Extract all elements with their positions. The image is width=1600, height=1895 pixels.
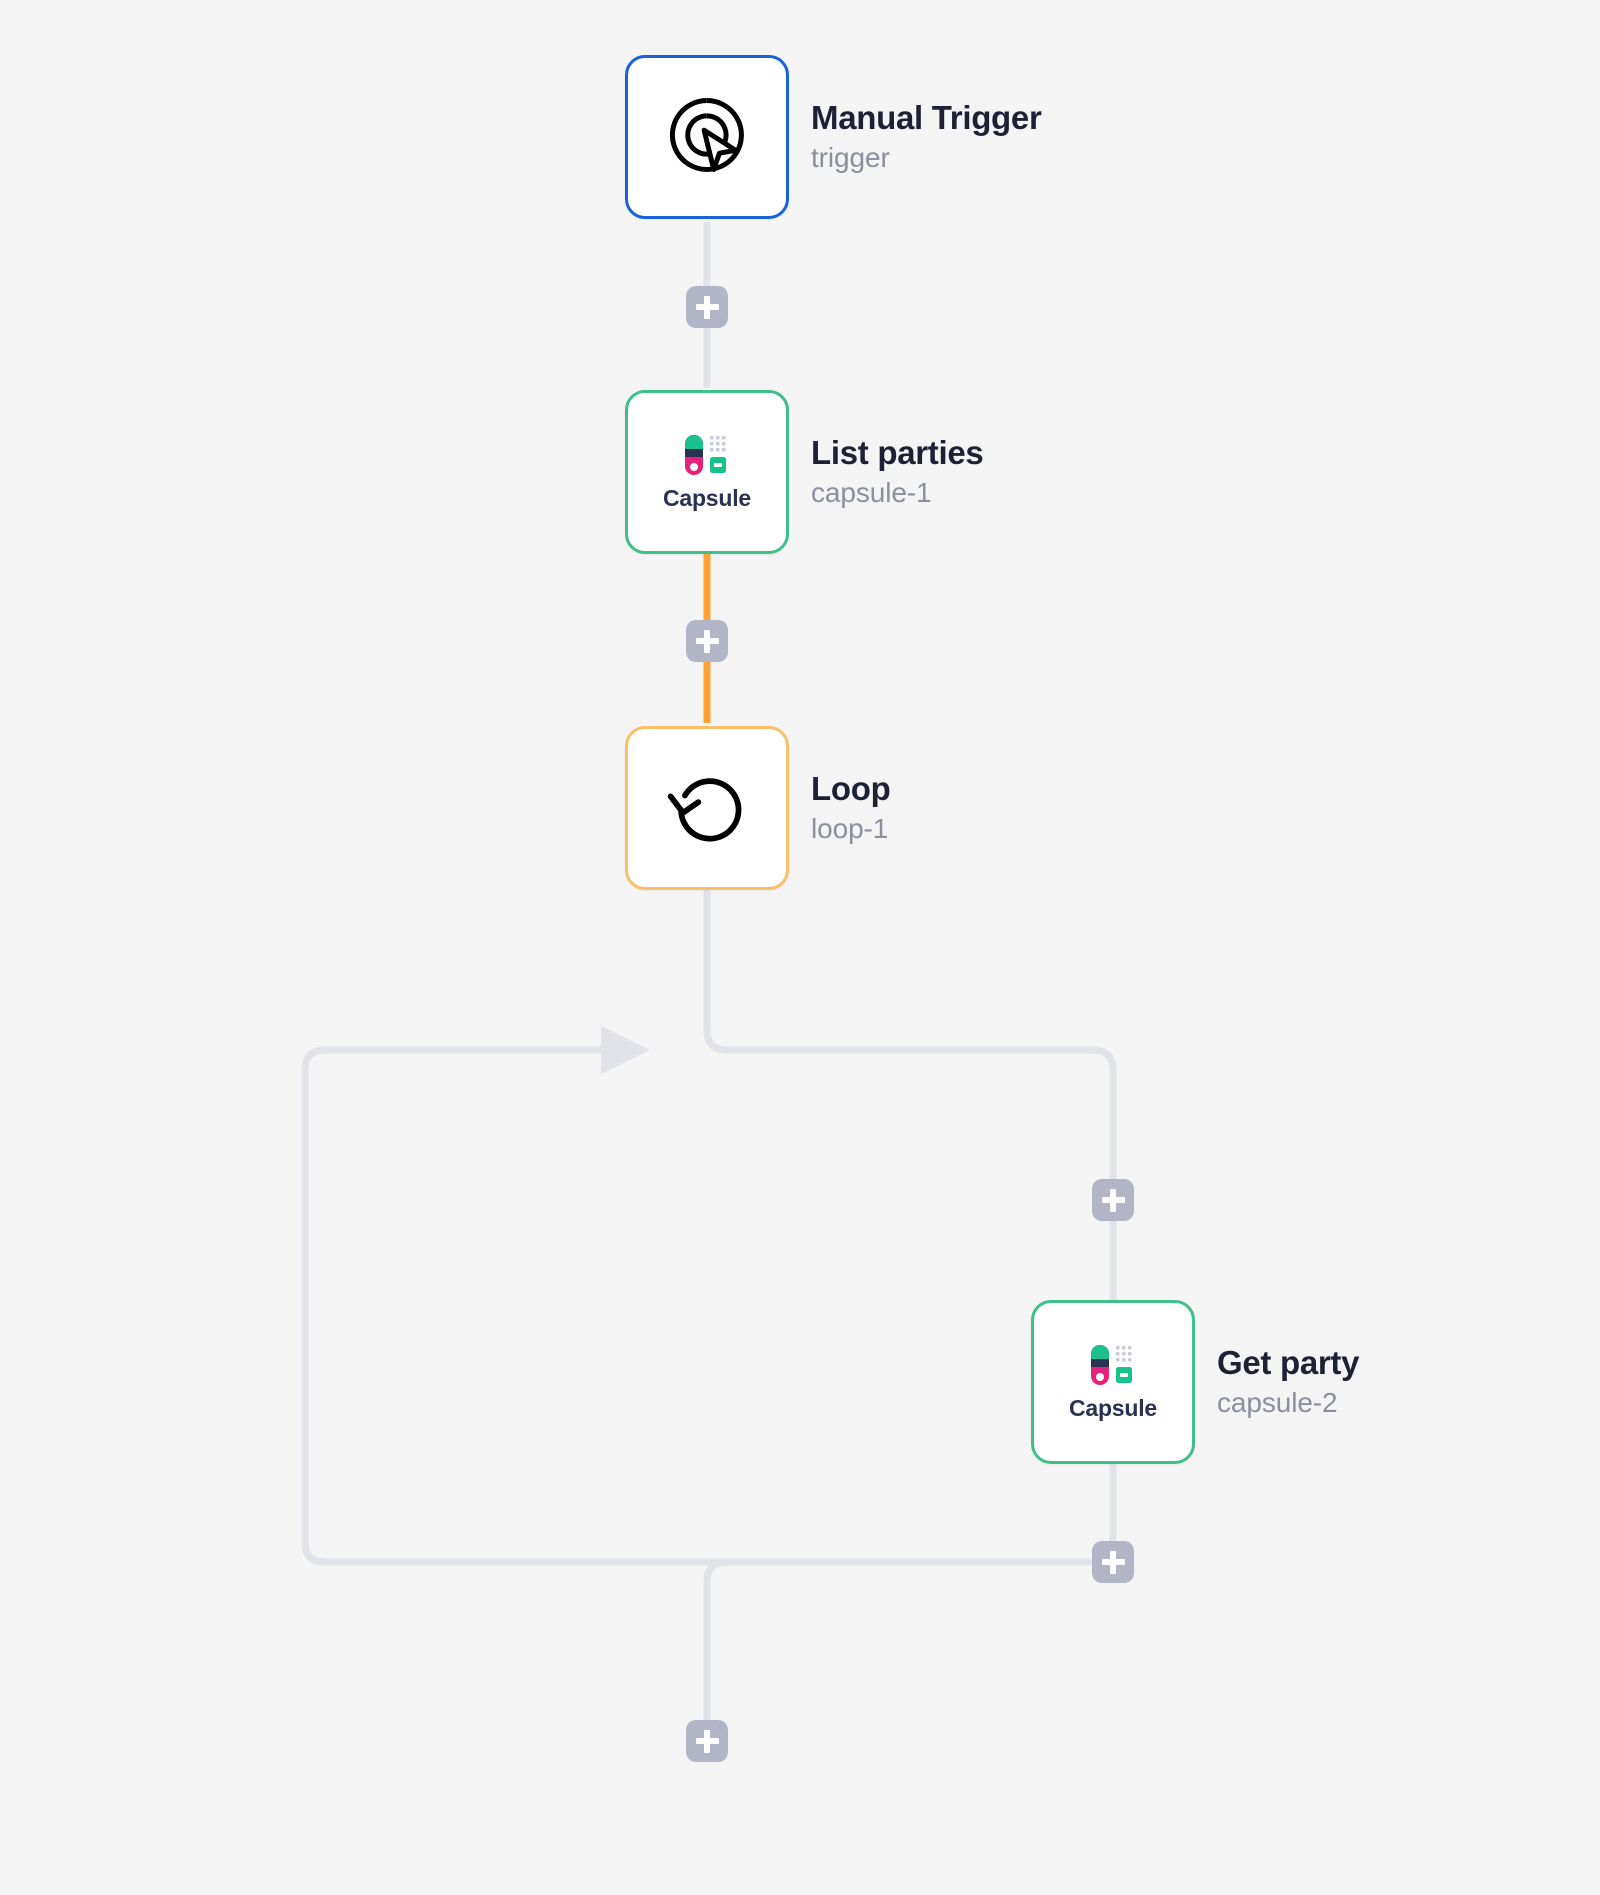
node-box-manual-trigger[interactable] xyxy=(625,55,789,219)
capsule-logo-icon: Capsule xyxy=(663,433,751,512)
node-box-list-parties[interactable]: Capsule xyxy=(625,390,789,554)
node-manual-trigger[interactable]: Manual Trigger trigger xyxy=(625,55,1042,219)
add-node-button-loop-body[interactable] xyxy=(1092,1179,1134,1221)
node-meta-list-parties: List parties capsule-1 xyxy=(811,434,984,509)
add-node-button-after-trigger[interactable] xyxy=(686,286,728,328)
capsule-brand-label: Capsule xyxy=(662,484,752,511)
node-box-loop[interactable] xyxy=(625,726,789,890)
capsule-logo-icon: Capsule xyxy=(1069,1343,1157,1422)
edge-loop-back xyxy=(301,1025,1113,1566)
node-get-party[interactable]: Capsule Get party capsule-2 xyxy=(1031,1300,1359,1464)
node-list-parties[interactable]: Capsule List parties capsule-1 xyxy=(625,390,984,554)
node-meta-get-party: Get party capsule-2 xyxy=(1217,1344,1360,1419)
add-node-button-after-list-parties[interactable] xyxy=(686,620,728,662)
node-title: Loop xyxy=(811,770,891,808)
edge-loop-to-getparty xyxy=(703,890,1117,1338)
node-subtitle: trigger xyxy=(811,142,890,174)
add-node-button-after-get-party[interactable] xyxy=(1092,1541,1134,1583)
edge-loop-exit xyxy=(703,1558,1113,1720)
loop-refresh-icon xyxy=(661,760,753,857)
node-meta-loop: Loop loop-1 xyxy=(811,770,891,845)
capsule-brand-label: Capsule xyxy=(1068,1394,1158,1421)
node-subtitle: capsule-2 xyxy=(1217,1387,1338,1419)
add-node-button-after-loop[interactable] xyxy=(686,1720,728,1762)
node-box-get-party[interactable]: Capsule xyxy=(1031,1300,1195,1464)
node-meta-manual-trigger: Manual Trigger trigger xyxy=(811,99,1042,174)
cursor-target-icon xyxy=(661,89,753,186)
node-title: Get party xyxy=(1217,1344,1360,1382)
node-subtitle: capsule-1 xyxy=(811,477,932,509)
node-loop[interactable]: Loop loop-1 xyxy=(625,726,891,890)
node-title: Manual Trigger xyxy=(811,99,1042,137)
node-subtitle: loop-1 xyxy=(811,813,889,845)
node-title: List parties xyxy=(811,434,984,472)
